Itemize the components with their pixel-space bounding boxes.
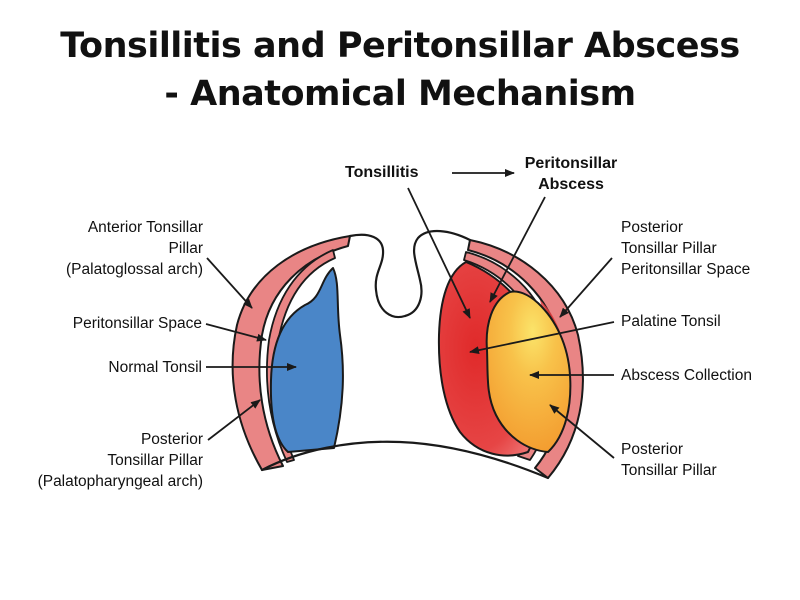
arrow-palatine-tonsil: [469, 321, 615, 355]
label-posterior-pillar-right: Posterior Tonsillar Pillar: [621, 441, 717, 479]
right-abscess-side: [437, 239, 584, 479]
arrow-peritonsillar-space-left: [205, 323, 267, 342]
label-abscess-collection: Abscess Collection: [621, 367, 752, 384]
arrow-tonsillitis: [407, 187, 471, 319]
normal-tonsil-shape: [269, 267, 344, 453]
title-line-1: Tonsillitis and Peritonsillar Abscess: [60, 26, 740, 66]
label-anterior-pillar: Anterior Tonsillar Pillar (Palatoglossal…: [66, 219, 203, 278]
label-peritonsillar-space-left: Peritonsillar Space: [72, 315, 202, 332]
left-posterior-pillar: [265, 249, 336, 463]
page-title: Tonsillitis and Peritonsillar Abscess - …: [0, 22, 800, 118]
annotation-arrows: [205, 169, 615, 459]
label-posterior-pillar-left: Posterior Tonsillar Pillar (Palatopharyn…: [37, 431, 203, 490]
label-tonsillitis: Tonsillitis: [345, 164, 419, 181]
arrow-posterior-pillar-left: [207, 399, 261, 441]
right-posterior-pillar: [467, 239, 584, 479]
label-normal-tonsil: Normal Tonsil: [108, 359, 202, 376]
arrow-posterior-pillar-right: [549, 404, 615, 459]
label-posterior-pillar-space-right: Posterior Tonsillar Pillar Peritonsillar…: [621, 219, 751, 278]
arrow-peritonsillar-abscess: [489, 196, 546, 303]
left-normal-side: [231, 235, 351, 471]
arrow-anterior-pillar: [206, 257, 253, 309]
uvula-outline: [348, 230, 472, 319]
tongue-base-outline: [260, 440, 550, 480]
label-palatine-tonsil: Palatine Tonsil: [621, 313, 721, 330]
soft-palate-uvula: [260, 230, 550, 480]
title-line-2: - Anatomical Mechanism: [164, 74, 636, 114]
arrow-posterior-pillar-space-right: [559, 257, 613, 318]
label-peritonsillar-abscess: Peritonsillar Abscess: [524, 155, 618, 193]
